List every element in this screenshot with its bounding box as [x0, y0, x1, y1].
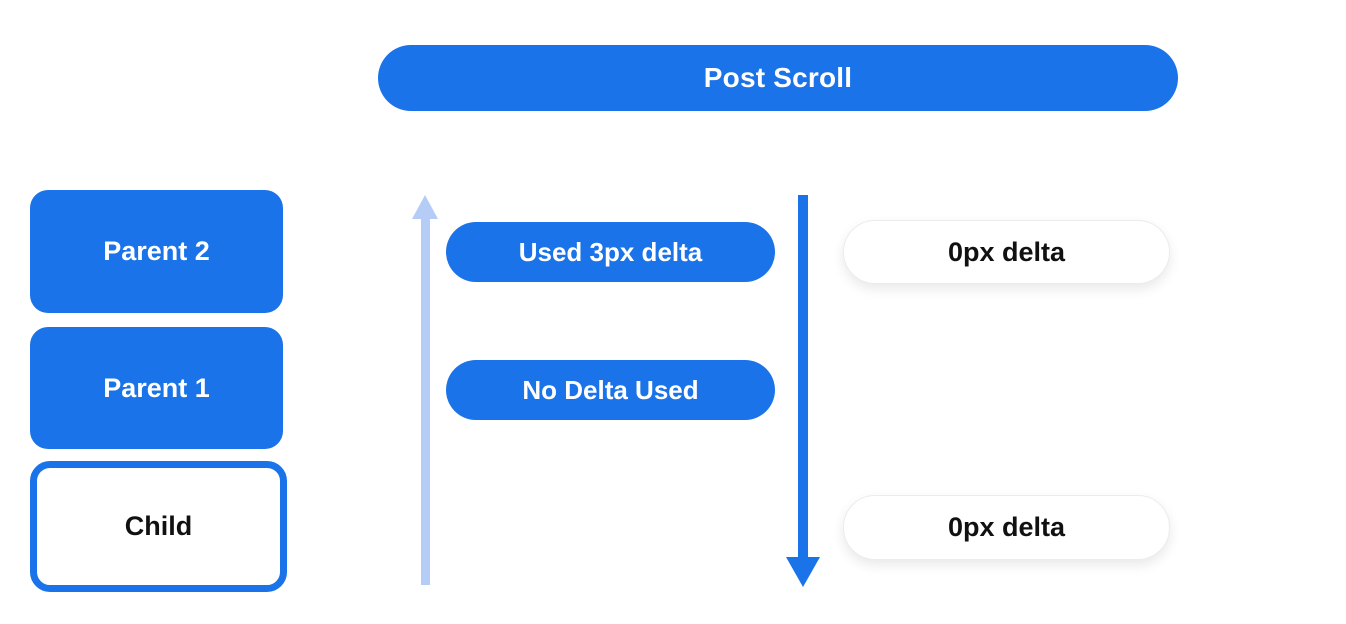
- parent1-label: Parent 1: [103, 372, 210, 403]
- used-delta-label: Used 3px delta: [518, 236, 703, 267]
- used-delta-pill: Used 3px delta: [446, 222, 775, 282]
- parent2-box: Parent 2: [30, 190, 283, 313]
- zero-delta-top-label: 0px delta: [947, 236, 1066, 267]
- parent1-box: Parent 1: [30, 327, 283, 449]
- post-scroll-title-pill: Post Scroll: [378, 45, 1178, 111]
- child-label: Child: [124, 511, 193, 541]
- parent2-label: Parent 2: [103, 236, 210, 266]
- no-delta-pill: No Delta Used: [446, 360, 775, 420]
- no-delta-label: No Delta Used: [522, 374, 699, 405]
- child-box: Child: [30, 461, 287, 592]
- down-arrow-shaft: [798, 195, 808, 557]
- down-arrow-icon: [786, 195, 820, 587]
- down-arrow-head: [786, 557, 820, 587]
- zero-delta-top-pill: 0px delta: [843, 220, 1170, 284]
- up-arrow-icon: [412, 195, 438, 585]
- up-arrow-head: [412, 195, 438, 219]
- up-arrow-shaft: [420, 219, 430, 585]
- zero-delta-bottom-pill: 0px delta: [843, 495, 1170, 560]
- post-scroll-title-label: Post Scroll: [703, 62, 853, 93]
- zero-delta-bottom-label: 0px delta: [947, 512, 1066, 542]
